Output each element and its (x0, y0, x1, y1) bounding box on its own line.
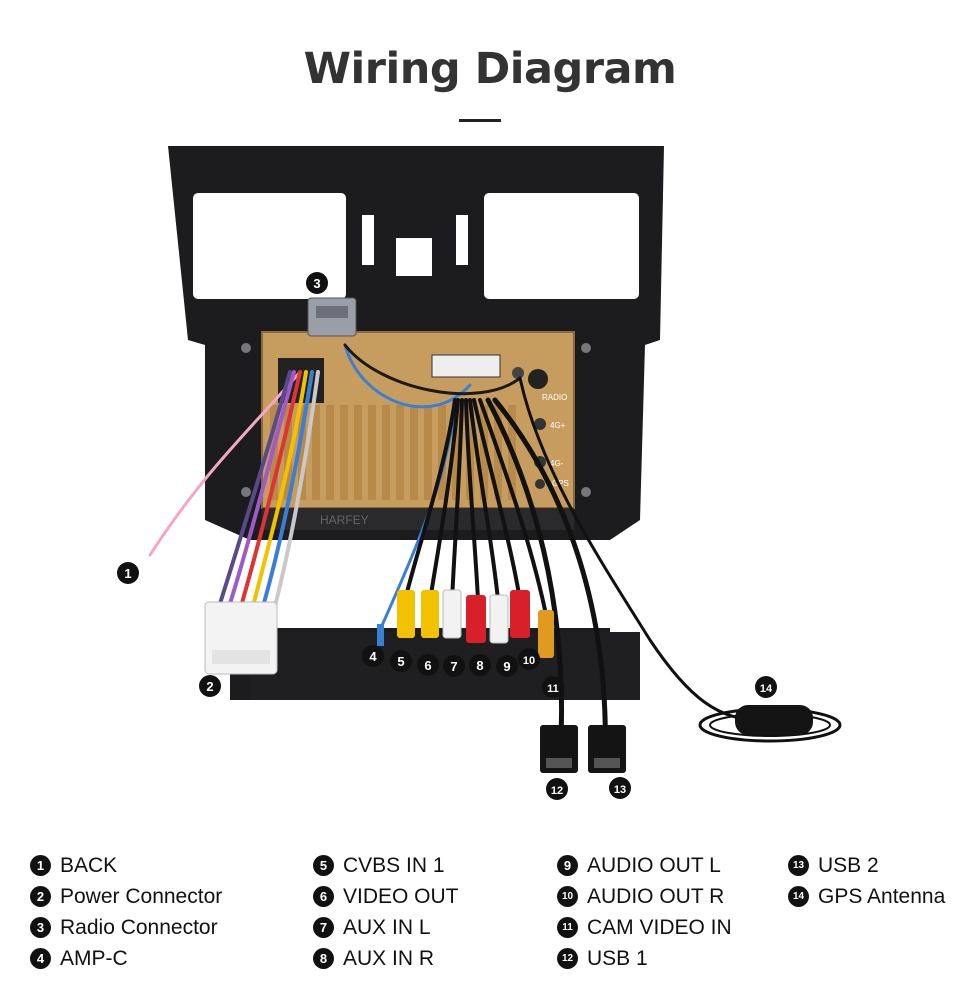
back-wire (148, 370, 302, 557)
legend-number: 12 (557, 948, 578, 969)
legend-number: 6 (313, 886, 334, 907)
page-title: Wiring Diagram (303, 44, 677, 94)
callout-8: 8 (476, 658, 483, 673)
callout-10: 10 (523, 655, 535, 667)
legend-label: AUDIO OUT L (587, 853, 721, 877)
legend-label: USB 2 (818, 853, 879, 877)
callout-2: 2 (206, 679, 213, 694)
legend-number: 9 (557, 855, 578, 876)
legend-item: 12 USB 1 (557, 943, 732, 974)
legend-item: 8 AUX IN R (313, 943, 459, 974)
legend-number: 7 (313, 917, 334, 938)
legend-label: USB 1 (587, 946, 648, 970)
legend-number: 10 (557, 886, 578, 907)
legend-item: 9 AUDIO OUT L (557, 850, 732, 881)
callout-4: 4 (369, 649, 377, 664)
legend-item: 2 Power Connector (30, 881, 222, 912)
legend-item: 4 AMP-C (30, 943, 222, 974)
legend-number: 13 (788, 855, 809, 876)
callout-3: 3 (313, 276, 320, 291)
callout-13: 13 (614, 784, 626, 796)
legend-label: VIDEO OUT (343, 884, 459, 908)
title-underline (459, 119, 501, 122)
callout-11: 11 (547, 683, 559, 695)
usb1-wire (485, 397, 565, 763)
rca-plugs (377, 589, 554, 658)
legend-label: AUDIO OUT R (587, 884, 725, 908)
legend-label: Radio Connector (60, 915, 218, 939)
legend-number: 8 (313, 948, 334, 969)
legend-item: 13 USB 2 (788, 850, 945, 881)
power-connector (204, 601, 278, 675)
usb-plugs (540, 725, 626, 773)
legend-item: 11 CAM VIDEO IN (557, 912, 732, 943)
legend-number: 5 (313, 855, 334, 876)
legend-item: 6 VIDEO OUT (313, 881, 459, 912)
callout-14: 14 (760, 683, 773, 695)
legend-number: 1 (30, 855, 51, 876)
legend-item: 3 Radio Connector (30, 912, 222, 943)
legend-label: Power Connector (60, 884, 223, 908)
legend-item: 1 BACK (30, 850, 222, 881)
4g-plus-port-label: 4G+ (550, 421, 566, 430)
callout-7: 7 (450, 659, 457, 674)
frame-window-right (484, 193, 639, 299)
callout-9: 9 (503, 659, 510, 674)
legend-column-2: 5 CVBS IN 1 6 VIDEO OUT 7 AUX IN L 8 AUX IN … (313, 850, 459, 974)
usb2-wire (492, 397, 608, 763)
legend-label: AMP-C (60, 946, 128, 970)
legend-column-3: 9 AUDIO OUT L 10 AUDIO OUT R 11 CAM VIDEO I… (557, 850, 732, 974)
callout-5: 5 (397, 654, 404, 669)
legend-item: 14 GPS Antenna (788, 881, 945, 912)
legend-number: 11 (557, 917, 578, 938)
legend-label: BACK (60, 853, 118, 877)
legend-label: GPS Antenna (818, 884, 946, 908)
legend-item: 5 CVBS IN 1 (313, 850, 459, 881)
frame-window-left (193, 193, 346, 299)
legend-column-4: 13 USB 2 14 GPS Antenna (788, 850, 945, 912)
radio-port-label: RADIO (542, 393, 567, 402)
legend-number: 4 (30, 948, 51, 969)
legend-item: 7 AUX IN L (313, 912, 459, 943)
legend-item: 10 AUDIO OUT R (557, 881, 732, 912)
callout-1: 1 (124, 566, 131, 581)
callout-6: 6 (424, 658, 431, 673)
radio-connector (307, 297, 357, 337)
brand-text: HARFEY (320, 513, 369, 527)
legend-number: 14 (788, 886, 809, 907)
callout-12: 12 (551, 785, 563, 797)
4g-minus-port-label: 4G- (550, 459, 564, 468)
legend-number: 3 (30, 917, 51, 938)
gps-port-label: GPS (552, 479, 569, 488)
legend-label: AUX IN R (343, 946, 435, 970)
legend-label: CAM VIDEO IN (587, 915, 732, 939)
wiring-diagram: HARFEY RADIO 4G+ 4G- GPS (117, 146, 842, 800)
legend-label: CVBS IN 1 (343, 853, 445, 877)
gps-antenna (735, 705, 813, 735)
gps-wire (518, 376, 762, 722)
legend-label: AUX IN L (343, 915, 431, 939)
legend-number: 2 (30, 886, 51, 907)
radio-wire (343, 343, 472, 409)
